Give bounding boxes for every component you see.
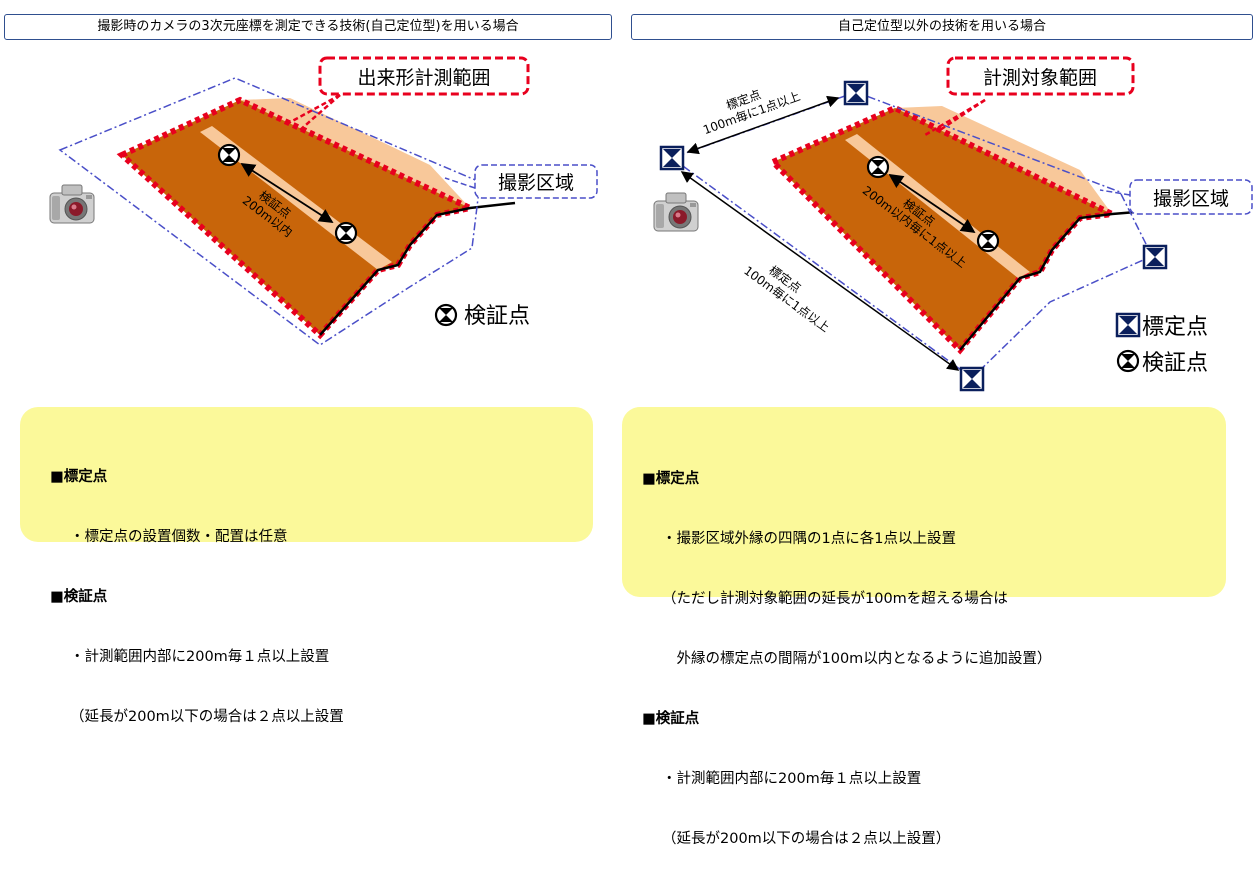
calib-head: ■標定点 xyxy=(642,471,700,487)
calibration-point-icon xyxy=(843,80,869,106)
calibration-point-icon xyxy=(959,366,985,392)
right-diagram: 計測対象範囲 撮影区域 標定点 100m毎に1点以上 標定点 100m毎に1点以… xyxy=(653,56,1253,392)
right-note-box: ■標定点 ・撮影区域外縁の四隅の1点に各1点以上設置 （ただし計測対象範囲の延長… xyxy=(622,407,1226,847)
legend-calib-label: 標定点 xyxy=(1142,315,1208,340)
calib-line: ・標定点の設置個数・配置は任意 xyxy=(70,529,288,545)
verification-point-icon xyxy=(434,303,458,327)
calib-bottom-label: 標定点 100m毎に1点以上 xyxy=(741,251,841,335)
verification-point-icon xyxy=(976,229,1000,253)
area-label: 撮影区域 xyxy=(498,172,574,194)
left-diagram: 出来形計測範囲 撮影区域 検証点 200m以内 検証点 xyxy=(49,56,598,346)
legend-verify-label: 検証点 xyxy=(1142,351,1208,376)
camera-icon xyxy=(49,184,95,224)
verify-head: ■検証点 xyxy=(50,589,108,605)
measurement-range xyxy=(767,104,1123,355)
calibration-point-icon xyxy=(1115,312,1141,338)
verify-head: ■検証点 xyxy=(642,711,700,727)
measurement-range xyxy=(116,96,480,340)
camera-icon xyxy=(653,192,699,232)
verify-line: ・計測範囲内部に200m毎１点以上設置 xyxy=(70,649,330,665)
calib-line: 外縁の標定点の間隔が100m以内となるように追加設置） xyxy=(662,651,1052,667)
range-label: 計測対象範囲 xyxy=(983,67,1097,89)
right-panel-title: 自己定位型以外の技術を用いる場合 xyxy=(631,14,1253,40)
left-note-box: ■標定点 ・標定点の設置個数・配置は任意 ■検証点 ・計測範囲内部に200m毎１… xyxy=(20,407,593,725)
verification-point-icon xyxy=(1116,349,1140,373)
verification-point-icon xyxy=(217,143,241,167)
verify-line: （延長が200m以下の場合は２点以上設置 xyxy=(70,709,344,725)
calib-line: ・撮影区域外縁の四隅の1点に各1点以上設置 xyxy=(662,531,956,547)
diagram-canvas: 出来形計測範囲 撮影区域 検証点 200m以内 検証点 計測対象範囲 撮影区域 xyxy=(49,56,1253,392)
toe-line xyxy=(959,208,1161,351)
calibration-point-icon xyxy=(1142,244,1168,270)
area-label: 撮影区域 xyxy=(1153,188,1229,210)
legend-verify-label: 検証点 xyxy=(464,304,530,329)
toe-line xyxy=(319,201,516,336)
verify-line: （延長が200m以下の場合は２点以上設置） xyxy=(662,831,951,847)
verify-line: ・計測範囲内部に200m毎１点以上設置 xyxy=(662,771,922,787)
calib-line: （ただし計測対象範囲の延長が100mを超える場合は xyxy=(662,591,1008,607)
verification-point-icon xyxy=(334,221,358,245)
range-label: 出来形計測範囲 xyxy=(357,67,490,89)
verification-point-icon xyxy=(866,155,890,179)
left-panel-title: 撮影時のカメラの3次元座標を測定できる技術(自己定位型)を用いる場合 xyxy=(4,14,612,40)
calib-head: ■標定点 xyxy=(50,469,108,485)
calibration-point-icon xyxy=(659,145,685,171)
calib-top-label: 標定点 100m毎に1点以上 xyxy=(696,74,802,137)
